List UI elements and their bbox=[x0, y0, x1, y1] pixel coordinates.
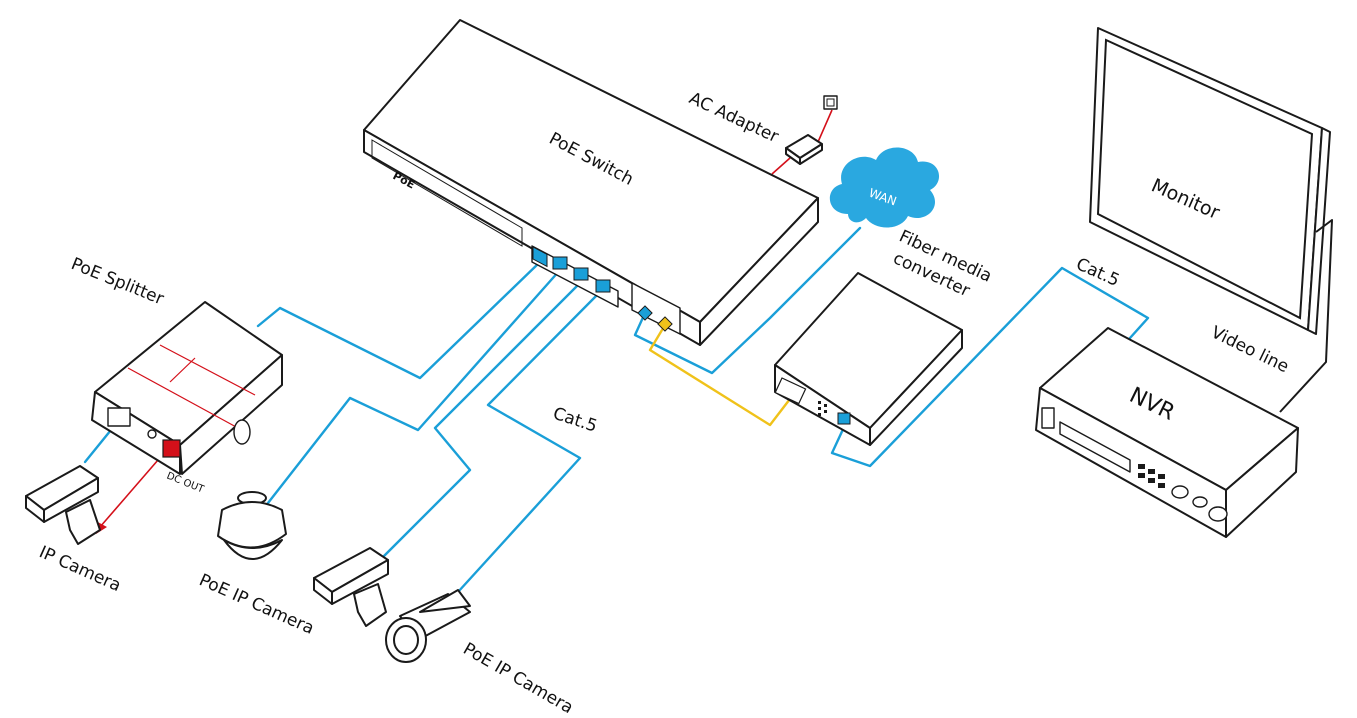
cable-splitter-to-switch bbox=[256, 260, 542, 380]
switch-ports bbox=[531, 245, 681, 335]
bullet-camera-lens bbox=[393, 625, 419, 655]
splitter-red-line-2 bbox=[159, 344, 256, 396]
cable-converter-to-nvr bbox=[830, 266, 1150, 468]
switch-port-1 bbox=[532, 246, 548, 268]
splitter-mount-ear bbox=[233, 419, 251, 445]
poe-splitter-label: PoE Splitter bbox=[68, 254, 166, 309]
switch-uplink-rj45 bbox=[637, 305, 653, 321]
poe-ip-camera-dome-label: PoE IP Camera bbox=[196, 570, 317, 639]
nvr-knob-1 bbox=[1171, 485, 1189, 499]
splitter-red-line-1 bbox=[127, 367, 239, 429]
ip-camera-box-left: IP Camera bbox=[25, 465, 124, 596]
ip-camera-label: IP Camera bbox=[36, 542, 124, 596]
nvr: NVR bbox=[1035, 327, 1299, 538]
wan-cloud-icon bbox=[829, 147, 940, 228]
converter-rj45-port bbox=[837, 412, 851, 425]
nvr-buttons bbox=[1138, 464, 1165, 488]
switch-port-3 bbox=[573, 267, 589, 281]
nvr-drive-bay bbox=[1059, 421, 1131, 473]
nvr-power-panel bbox=[1041, 407, 1055, 429]
wall-socket-icon bbox=[823, 95, 838, 110]
cable-ac-adapter bbox=[771, 109, 833, 175]
fiber-media-converter: Fiber media converter bbox=[774, 226, 995, 446]
dc-out-label: DC OUT bbox=[165, 471, 206, 496]
splitter-rj45-port bbox=[107, 407, 131, 427]
wan-cloud: WAN bbox=[829, 147, 940, 228]
poe-switch: PoE PoE Switch bbox=[363, 19, 819, 346]
nvr-knob-2 bbox=[1192, 496, 1208, 508]
splitter-red-line-3 bbox=[169, 357, 196, 383]
switch-port-4 bbox=[595, 279, 611, 293]
monitor-stand bbox=[1279, 219, 1333, 413]
poe-ip-camera-bullet: PoE IP Camera bbox=[385, 589, 577, 718]
cable-box-camera-to-switch bbox=[373, 278, 585, 567]
cat5-label-right: Cat.5 bbox=[1073, 254, 1122, 291]
splitter-dc-out-port bbox=[162, 439, 181, 458]
cable-fiber bbox=[648, 324, 794, 427]
switch-uplink-sfp bbox=[657, 316, 673, 332]
splitter-led bbox=[147, 429, 157, 439]
poe-splitter: PoE Splitter DC OUT bbox=[68, 254, 283, 496]
poe-ip-camera-box bbox=[313, 547, 389, 627]
cable-dome-camera-to-switch bbox=[266, 268, 562, 505]
poe-ip-camera-dome: PoE IP Camera bbox=[196, 491, 317, 639]
converter-sfp-port bbox=[774, 377, 807, 405]
cat5-label-left: Cat.5 bbox=[550, 404, 599, 437]
converter-leds bbox=[818, 401, 827, 416]
monitor: Monitor bbox=[1089, 27, 1333, 413]
switch-port-2 bbox=[552, 256, 568, 270]
nvr-knob-3 bbox=[1208, 506, 1228, 522]
switch-led-window bbox=[371, 139, 523, 247]
monitor-screen bbox=[1096, 38, 1314, 320]
cable-wan-to-switch bbox=[633, 226, 862, 375]
video-line-label: Video line bbox=[1208, 323, 1292, 378]
cable-bullet-camera-to-switch bbox=[456, 286, 606, 594]
poe-ip-camera-bullet-label: PoE IP Camera bbox=[460, 639, 577, 714]
dome-camera-bubble bbox=[223, 539, 283, 560]
